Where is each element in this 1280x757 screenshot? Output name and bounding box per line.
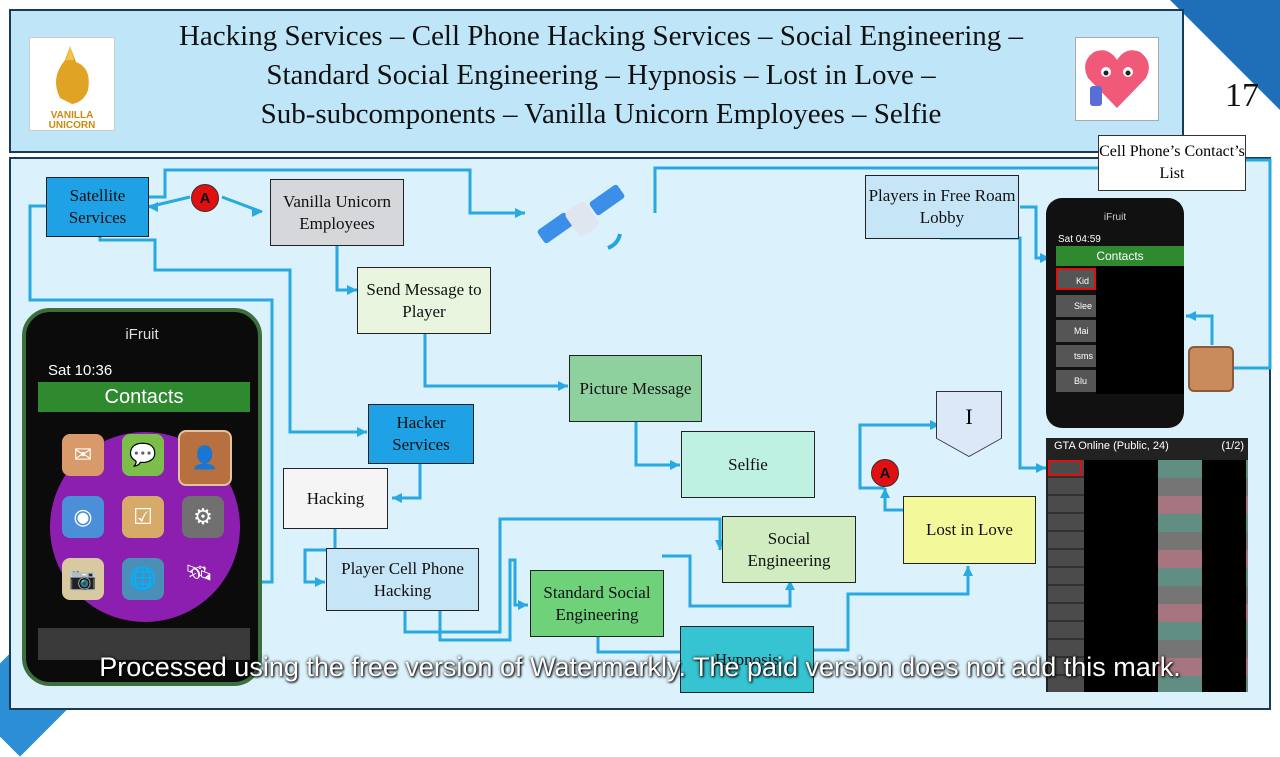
watermark-notice: Processed using the free version of Wate…	[99, 652, 1181, 682]
contact-row[interactable]: Slee	[1056, 295, 1096, 317]
satellite-services-box: Satellite Services	[46, 177, 149, 237]
lobby-title: GTA Online (Public, 24)	[1054, 440, 1169, 452]
email-app-icon[interactable]: ✉	[62, 434, 104, 476]
hypnosis-box: Hypnosis	[680, 626, 814, 693]
gta-online-lobby-list: GTA Online (Public, 24) (1/2)	[1046, 438, 1248, 692]
lost-in-love-box: Lost in Love	[903, 496, 1036, 564]
hacking-box: Hacking	[283, 468, 388, 529]
phone-brand: iFruit	[125, 326, 159, 343]
title-line-3: Sub-subcomponents – Vanilla Unicorn Empl…	[260, 98, 942, 130]
ifruit-phone-large: iFruit Sat 10:36 Contacts ✉ 💬 👤 ◉ ☑ ⚙ 📷 …	[22, 308, 262, 686]
contacts-app-icon-small	[1188, 346, 1234, 392]
marker-a-top: A	[191, 184, 219, 212]
hacker-services-box: Hacker Services	[368, 404, 474, 464]
lobby-page: (1/2)	[1221, 440, 1244, 452]
phone-status: Sat 10:36	[48, 362, 113, 379]
small-phone-status: Sat 04:59	[1058, 234, 1101, 245]
satellite-app-icon[interactable]: 🛰	[185, 560, 213, 585]
social-engineering-box: Social Engineering	[722, 516, 856, 583]
marker-a-bottom: A	[871, 459, 899, 487]
heart-emoji-icon	[1075, 37, 1159, 121]
page-title: Hacking Services – Cell Phone Hacking Se…	[131, 17, 1071, 134]
contact-row[interactable]: tsms	[1056, 345, 1096, 367]
corner-decoration	[1170, 0, 1280, 110]
camera-app-icon[interactable]: 📷	[62, 558, 104, 600]
svg-text:UNICORN: UNICORN	[49, 120, 96, 130]
messages-app-icon[interactable]: 💬	[122, 434, 164, 476]
settings-app-icon[interactable]: ⚙	[182, 496, 224, 538]
small-phone-contacts-header: Contacts	[1056, 246, 1184, 266]
ifruit-phone-small: iFruit Sat 04:59 Contacts Kid Slee Mai t…	[1046, 198, 1184, 428]
vanilla-unicorn-logo: VANILLA UNICORN	[29, 37, 115, 131]
players-in-free-roam-box: Players in Free Roam Lobby	[865, 175, 1019, 239]
notes-app-icon[interactable]: ☑	[122, 496, 164, 538]
contact-row[interactable]: Kid	[1056, 268, 1096, 290]
selfie-box: Selfie	[681, 431, 815, 498]
picture-message-box: Picture Message	[569, 355, 702, 422]
redacted-area	[1202, 460, 1246, 692]
cell-phone-contacts-callout: Cell Phone’s Contact’s List	[1098, 135, 1246, 191]
title-line-2: Standard Social Engineering – Hypnosis –…	[266, 59, 936, 91]
contact-row[interactable]: Blu	[1056, 370, 1096, 392]
phone-contacts-header: Contacts	[38, 382, 250, 412]
send-message-box: Send Message to Player	[357, 267, 491, 334]
phone-bottom-bar	[38, 628, 250, 660]
title-line-1: Hacking Services – Cell Phone Hacking Se…	[178, 20, 1024, 52]
contact-row[interactable]: Mai	[1056, 320, 1096, 342]
lobby-player-avatars	[1048, 460, 1084, 692]
player-cell-phone-hacking-box: Player Cell Phone Hacking	[326, 548, 479, 611]
social-app-icon[interactable]: ◉	[62, 496, 104, 538]
lobby-header: GTA Online (Public, 24) (1/2)	[1054, 440, 1244, 452]
satellite-icon	[528, 178, 638, 268]
small-phone-brand: iFruit	[1103, 212, 1127, 223]
slide-header: VANILLA UNICORN Hacking Services – Cell …	[9, 9, 1259, 153]
highlighted-player	[1048, 460, 1082, 476]
standard-social-engineering-box: Standard Social Engineering	[530, 570, 664, 637]
page-number: 17	[1225, 77, 1259, 114]
svg-text:VANILLA: VANILLA	[51, 110, 94, 121]
redacted-area	[1084, 460, 1158, 692]
internet-app-icon[interactable]: 🌐	[122, 558, 164, 600]
vanilla-unicorn-employees-box: Vanilla Unicorn Employees	[270, 179, 404, 246]
contacts-app-icon[interactable]: 👤	[178, 430, 232, 486]
redacted-area	[1096, 266, 1184, 394]
